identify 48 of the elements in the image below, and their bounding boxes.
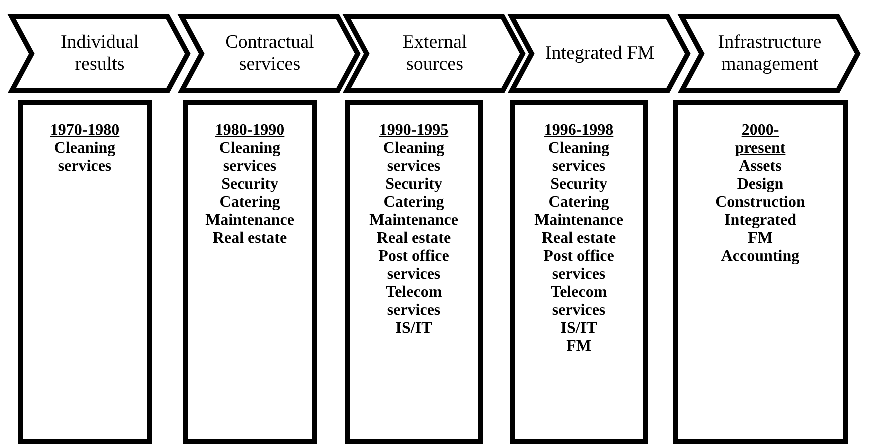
period-heading: 1970-1980 [49,122,121,140]
chevron-step [10,15,190,93]
service-item: Real estate [540,230,618,248]
chevron-step [180,15,360,93]
chevron-step [510,15,690,93]
service-item: Telecom services [384,284,444,320]
period-box [510,100,648,444]
period-heading: 1990-1995 [378,122,450,140]
period-heading: 2000-present [734,122,787,158]
service-item: Catering [218,194,282,212]
step-label: Infrastructure management [717,32,823,76]
service-item: IS/IT [394,320,434,338]
service-item: Telecom services [550,284,608,320]
service-item: Cleaning services [547,140,611,176]
service-item: IS/IT [560,320,598,338]
service-item: Cleaning services [53,140,117,176]
service-item: Accounting [720,248,801,266]
step-label: Individual results [60,32,140,76]
service-item: Cleaning services [218,140,282,176]
service-item: Maintenance [369,212,459,230]
service-item: Security [550,176,608,194]
step-label: External sources [402,32,468,76]
service-item: Catering [548,194,610,212]
service-item: Real estate [376,230,452,248]
service-item: Cleaning services [382,140,446,176]
service-item: Integrated FM [724,212,798,248]
period-heading: 1980-1990 [214,122,286,140]
service-item: Post office services [378,248,450,284]
service-item: Security [384,176,444,194]
service-item: Catering [382,194,446,212]
service-item: Design [736,176,785,194]
service-item: Construction [714,194,806,212]
step-label: Integrated FM [545,43,655,65]
period-box [183,100,317,444]
service-item: Maintenance [205,212,295,230]
service-item: Assets [738,158,783,176]
service-item: Real estate [212,230,288,248]
service-item: FM [566,338,592,356]
period-box [673,100,848,444]
chevron-step [345,15,525,93]
service-item: Security [220,176,280,194]
service-item: Post office services [542,248,616,284]
period-box [345,100,483,444]
service-item: Maintenance [534,212,624,230]
period-box [18,100,152,444]
chevron-step [680,15,860,93]
period-heading: 1996-1998 [543,122,615,140]
step-label: Contractual services [224,32,316,76]
